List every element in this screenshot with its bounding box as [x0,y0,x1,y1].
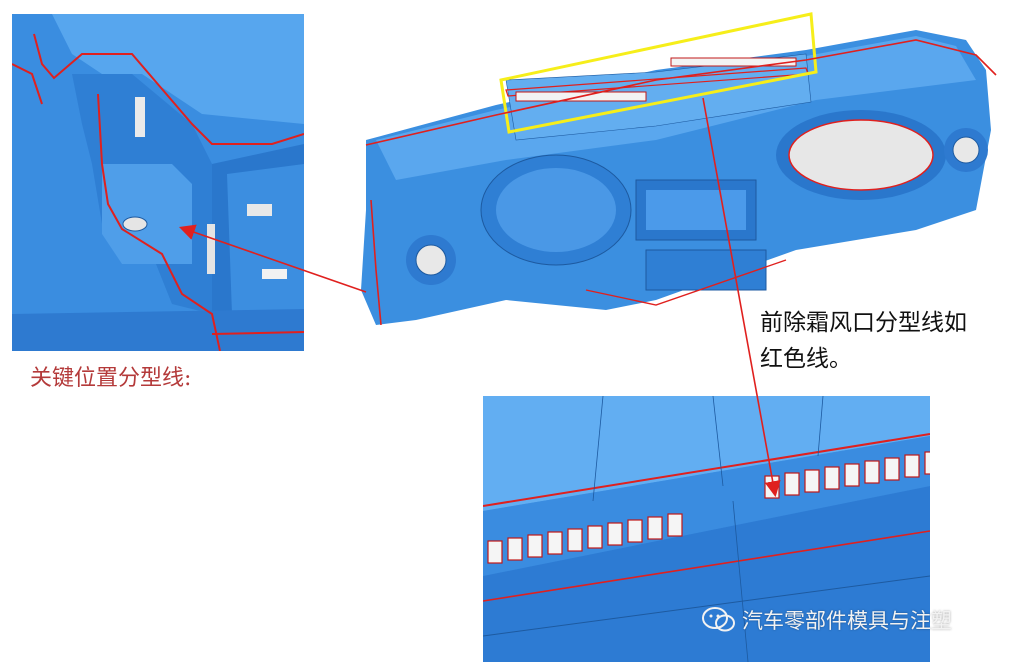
dashboard-render [361,12,997,325]
watermark: 汽车零部件模具与注塑 [702,605,952,635]
defrost-caption-line2: 红色线。 [760,346,852,372]
highlight-box [499,12,818,134]
defrost-parting-line-caption: 前除霜风口分型线如 红色线。 [760,305,1028,377]
wechat-icon [702,607,735,632]
left-closeup-view [12,14,304,351]
defrost-caption-line1: 前除霜风口分型线如 [760,310,967,336]
vent-slots-left [487,513,683,564]
key-position-caption: 关键位置分型线: [30,366,192,391]
dashboard-model-view [356,10,1006,325]
watermark-text: 汽车零部件模具与注塑 [742,609,952,633]
left-closeup-render [12,14,304,351]
